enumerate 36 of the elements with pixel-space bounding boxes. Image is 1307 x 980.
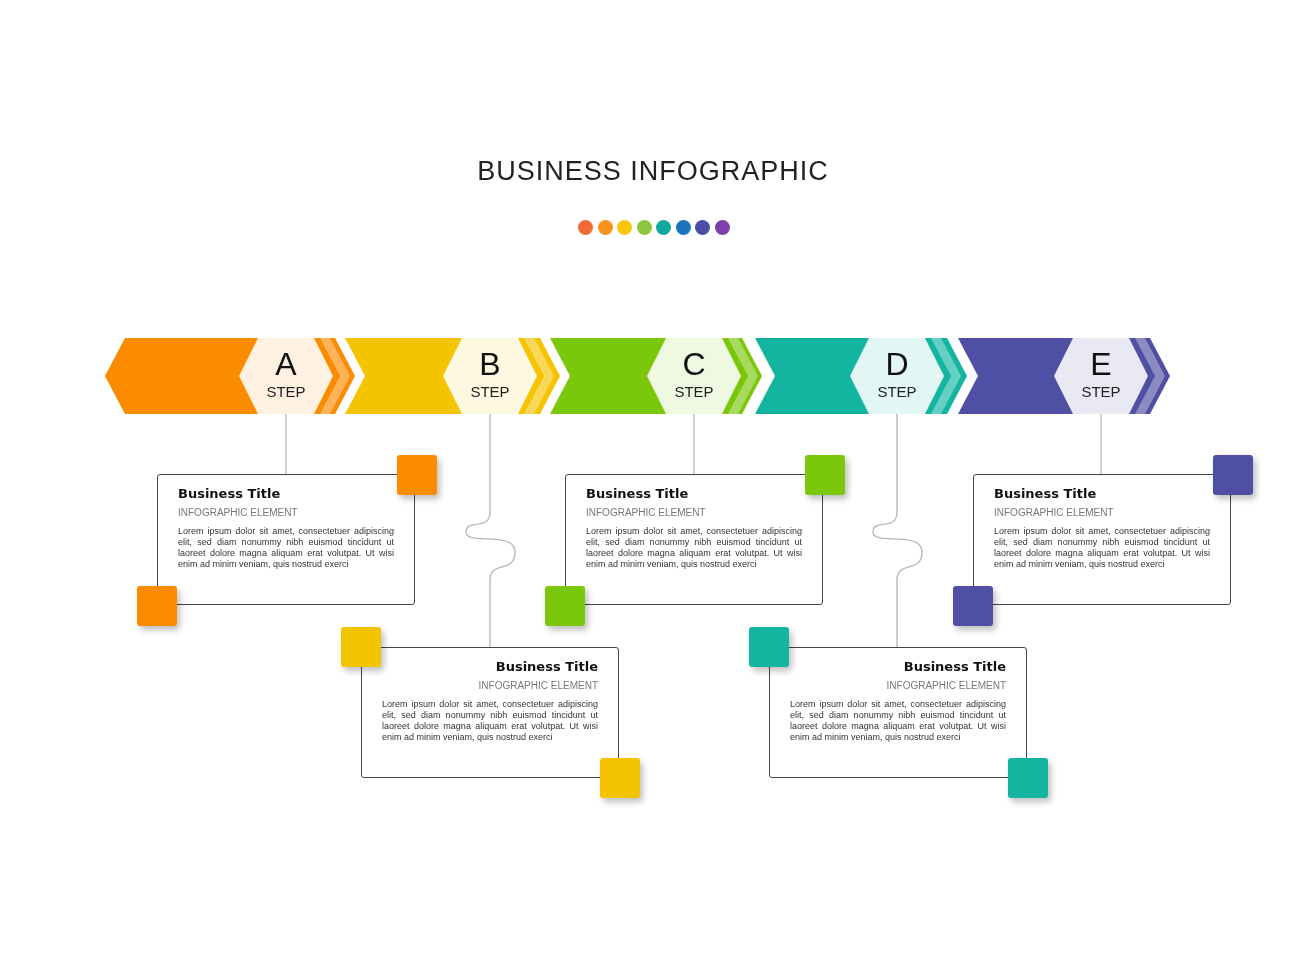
step-letter: C	[681, 347, 707, 381]
card-title: Business Title	[902, 659, 1006, 675]
card-subtitle: INFOGRAPHIC ELEMENT	[586, 507, 707, 519]
card-body-text: Lorem ipsum dolor sit amet, consectetuer adipiscing elit, sed diam nonummy nibh euismod tincidunt ut laoreet dolore magna aliquam erat volutpat. Ut wisi enim ad minim veniam, quis nostrud exerci	[586, 526, 802, 570]
step-letter: E	[1089, 347, 1113, 381]
card-title: Business Title	[994, 486, 1098, 502]
text-card	[565, 474, 823, 605]
step-label: STEP	[876, 383, 918, 400]
card-title: Business Title	[494, 659, 598, 675]
card-body-text: Lorem ipsum dolor sit amet, consectetuer adipiscing elit, sed diam nonummy nibh euismod tincidunt ut laoreet dolore magna aliquam erat volutpat. Ut wisi enim ad minim veniam, quis nostrud exerci	[790, 699, 1006, 743]
card-subtitle: INFOGRAPHIC ELEMENT	[178, 507, 299, 519]
card-body-text: Lorem ipsum dolor sit amet, consectetuer adipiscing elit, sed diam nonummy nibh euismod tincidunt ut laoreet dolore magna aliquam erat volutpat. Ut wisi enim ad minim veniam, quis nostrud exerci	[994, 526, 1210, 570]
step-label: STEP	[673, 383, 715, 400]
connector-line	[465, 413, 516, 648]
text-card	[157, 474, 415, 605]
step-label: STEP	[265, 383, 307, 400]
step-label: STEP	[469, 383, 511, 400]
card-subtitle: INFOGRAPHIC ELEMENT	[885, 680, 1006, 692]
step-label: STEP	[1080, 383, 1122, 400]
text-card	[361, 647, 619, 778]
connector-line	[1100, 413, 1102, 475]
card-body-text: Lorem ipsum dolor sit amet, consectetuer adipiscing elit, sed diam nonummy nibh euismod tincidunt ut laoreet dolore magna aliquam erat volutpat. Ut wisi enim ad minim veniam, quis nostrud exerci	[178, 526, 394, 570]
step-letter: A	[274, 347, 298, 381]
card-subtitle: INFOGRAPHIC ELEMENT	[994, 507, 1115, 519]
text-card	[769, 647, 1027, 778]
card-body-text: Lorem ipsum dolor sit amet, consectetuer adipiscing elit, sed diam nonummy nibh euismod tincidunt ut laoreet dolore magna aliquam erat volutpat. Ut wisi enim ad minim veniam, quis nostrud exerci	[382, 699, 598, 743]
connector-line	[693, 413, 695, 475]
card-title: Business Title	[178, 486, 282, 502]
card-title: Business Title	[586, 486, 690, 502]
connector-line	[872, 413, 923, 648]
step-letter: D	[884, 347, 910, 381]
card-subtitle: INFOGRAPHIC ELEMENT	[477, 680, 598, 692]
connector-line	[285, 413, 287, 475]
title: BUSINESS INFOGRAPHIC	[476, 155, 830, 187]
text-card	[973, 474, 1231, 605]
step-letter: B	[478, 347, 502, 381]
